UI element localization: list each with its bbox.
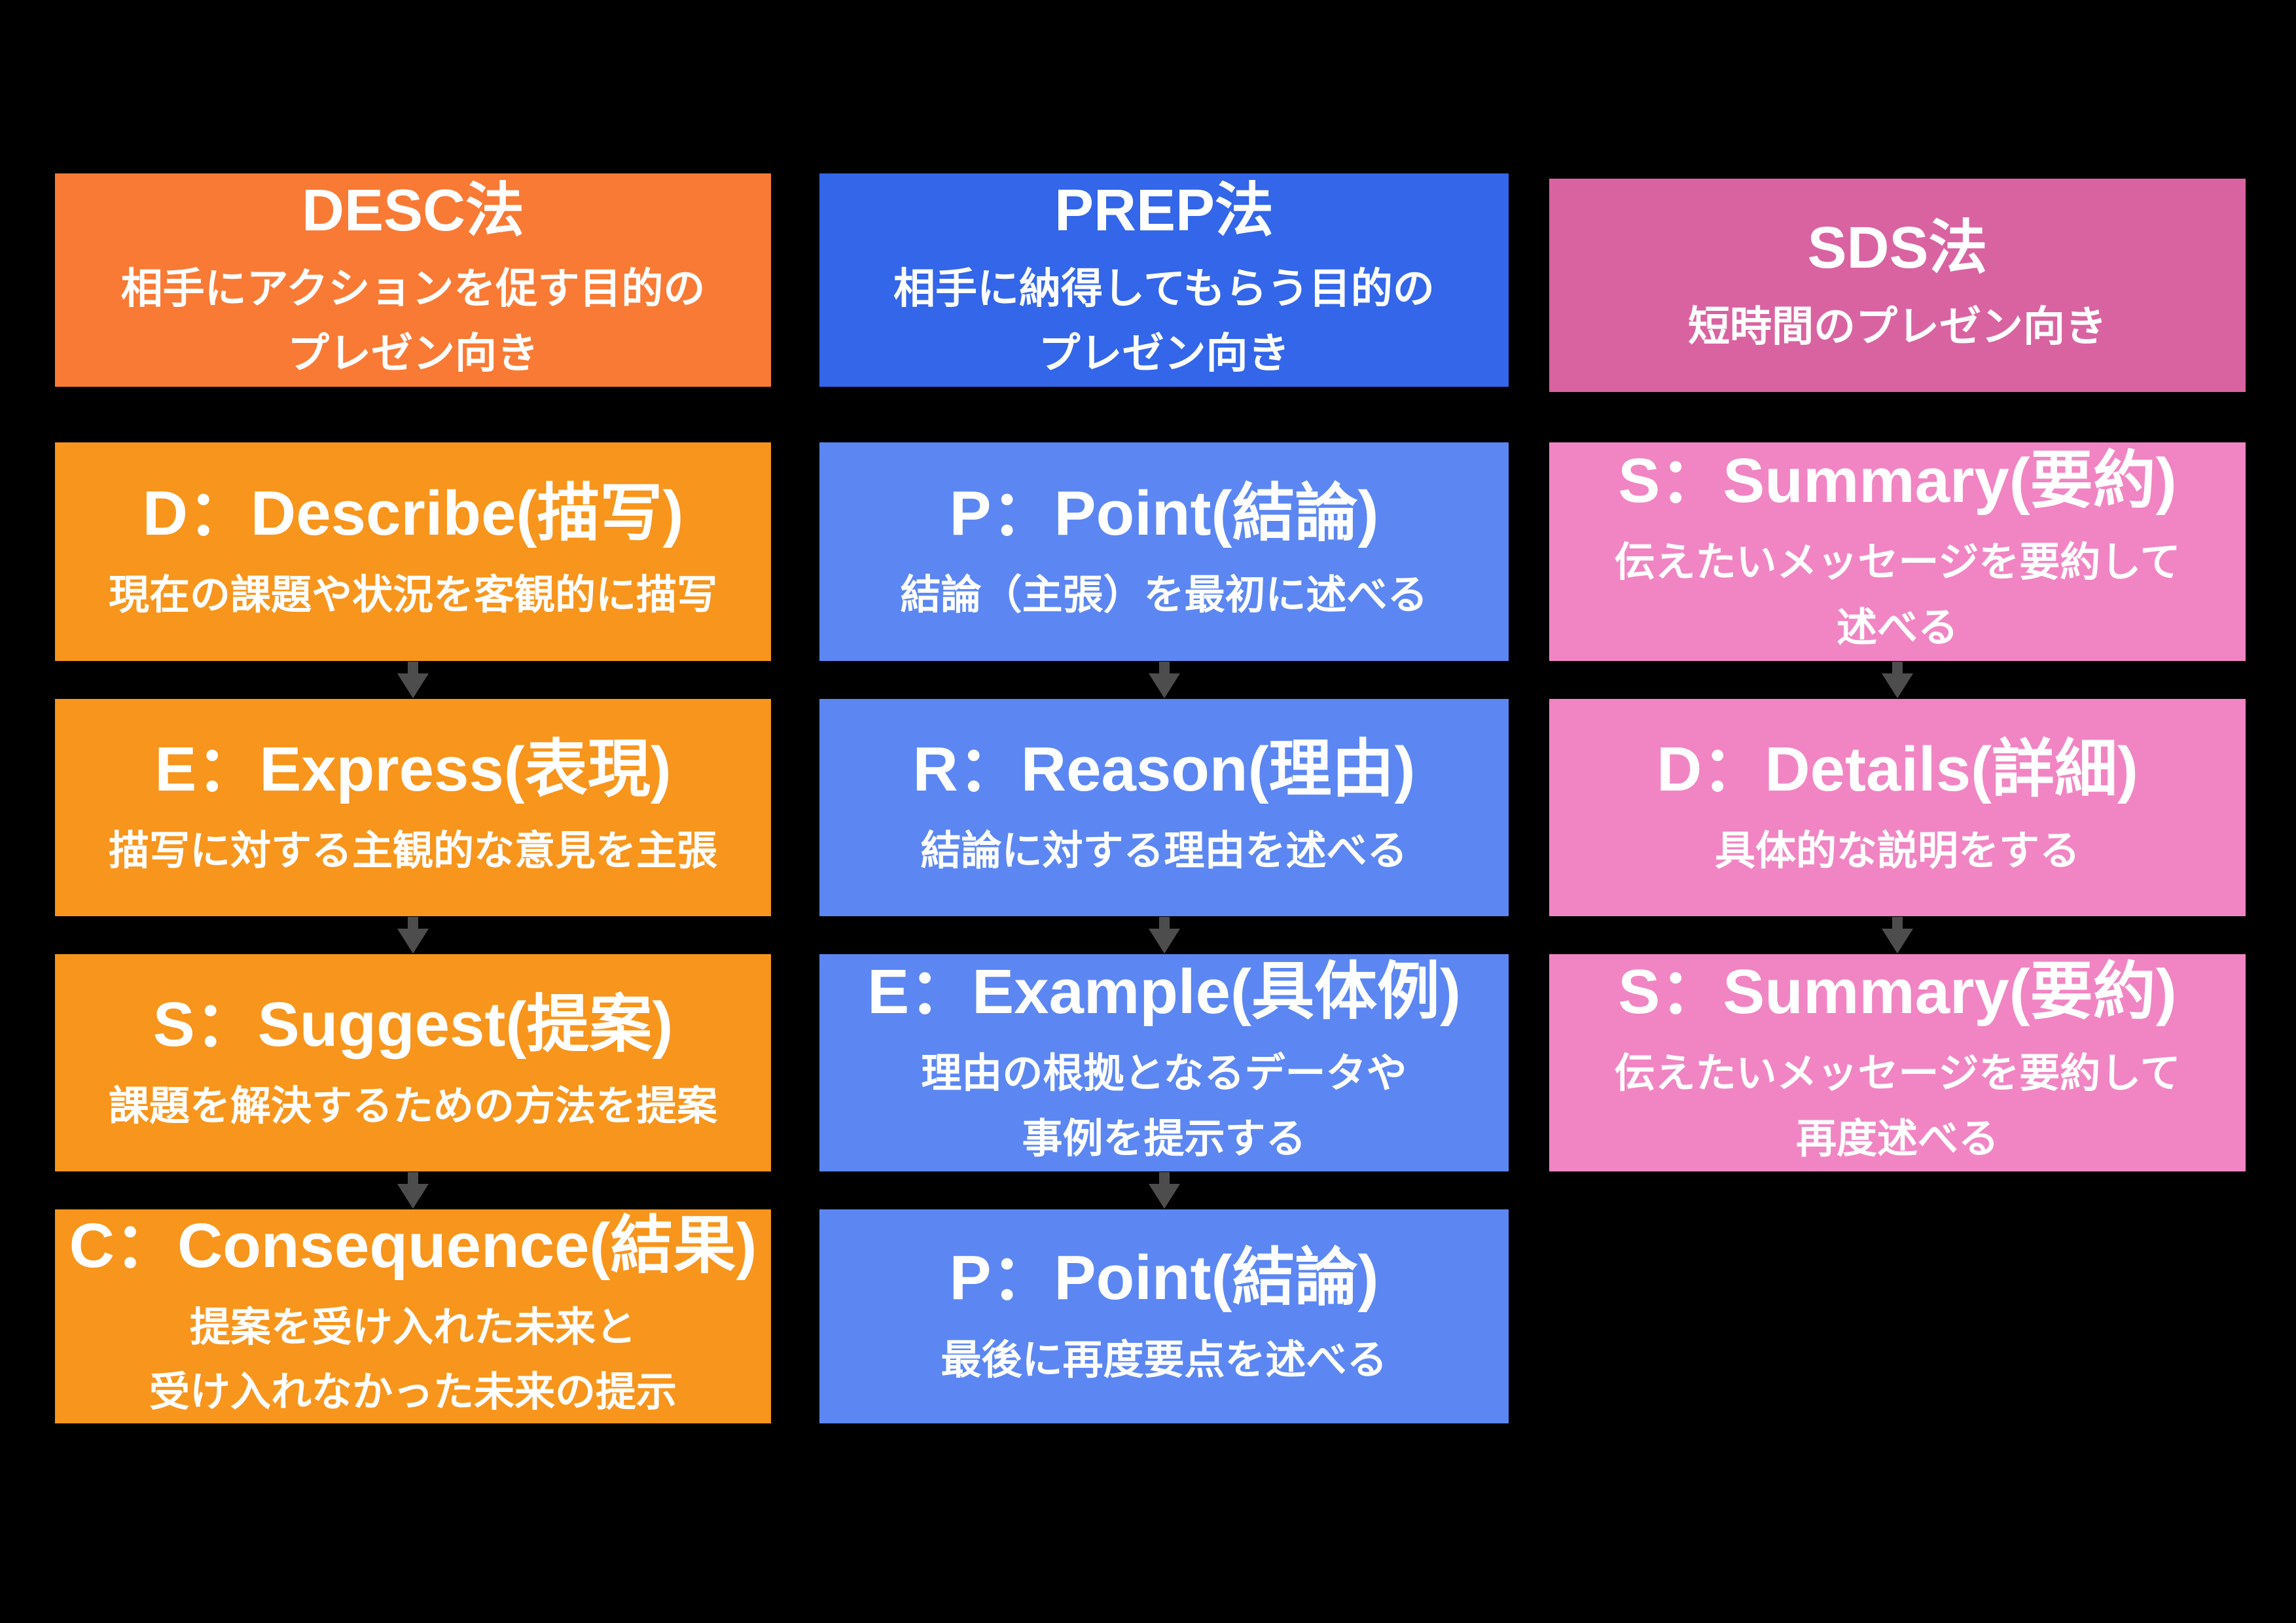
prep-step-point2-box: P：Point(結論) 最後に再度要点を述べる [819,1209,1509,1423]
step-description-line: 現在の課題や状況を客観的に描写 [108,573,717,618]
step-description-line: 最後に再度要点を述べる [941,1337,1388,1383]
step-description: 理由の根拠となるデータや 事例を提示する [921,1041,1407,1171]
step-title: R：Reason(理由) [912,734,1416,804]
prep-step-reason-box: R：Reason(理由) 結論に対する理由を述べる [819,699,1509,916]
step-description: 伝えたいメッセージを要約して 再度述べる [1615,1041,2181,1171]
step-title: E：Express(表現) [154,734,672,804]
down-arrow-icon [819,1172,1509,1209]
step-title: D：Describe(描写) [142,478,684,548]
prep-header-title: PREP法 [1054,177,1274,243]
step-description-line: 理由の根拠となるデータや [921,1051,1407,1097]
down-arrow-icon [55,917,771,954]
down-arrow-icon [55,662,771,698]
step-title: S：Suggest(提案) [152,989,673,1060]
step-description: 描写に対する主観的な意見を主張 [109,819,717,883]
step-title: P：Point(結論) [949,1243,1379,1313]
step-description-line: 伝えたいメッセージを要約して [1614,1051,2181,1097]
desc-header-subtitle-line: プレゼン向き [287,330,539,378]
desc-header-subtitle: 相手にアクションを促す目的の プレゼン向き [121,257,706,386]
prep-step-point-box: P：Point(結論) 結論（主張）を最初に述べる [819,442,1509,661]
step-description-line: 結論（主張）を最初に述べる [900,573,1428,618]
sds-header-box: SDS法 短時間のプレゼン向き [1549,179,2246,392]
prep-header-subtitle: 相手に納得してもらう目的の プレゼン向き [893,257,1435,386]
step-description-line: 述べる [1836,605,1958,651]
step-title: P：Point(結論) [949,478,1379,548]
down-arrow-icon [819,662,1509,698]
step-description: 課題を解決するための方法を提案 [109,1074,717,1139]
step-description: 結論に対する理由を述べる [920,819,1407,883]
step-description-line: 伝えたいメッセージを要約して [1614,540,2181,586]
step-description-line: 事例を提示する [1022,1116,1306,1162]
step-title: S：Summary(要約) [1618,957,2177,1027]
down-arrow-icon [1549,917,2246,954]
step-description: 提案を受け入れた未来と 受け入れなかった未来の提示 [149,1295,677,1425]
prep-header-subtitle-line: プレゼン向き [1038,330,1290,378]
down-arrow-icon [1549,662,2246,698]
desc-header-subtitle-line: 相手にアクションを促す目的の [120,265,706,313]
sds-header-subtitle-line: 短時間のプレゼン向き [1688,302,2107,350]
prep-header-subtitle-line: 相手に納得してもらう目的の [893,265,1435,313]
step-title: E：Example(具体例) [867,957,1461,1027]
down-arrow-icon [55,1172,771,1209]
step-title: S：Summary(要約) [1618,446,2177,516]
sds-step-summary2-box: S：Summary(要約) 伝えたいメッセージを要約して 再度述べる [1549,954,2246,1171]
step-description: 最後に再度要点を述べる [941,1328,1387,1393]
step-description-line: 再度述べる [1795,1116,1999,1162]
step-description-line: 具体的な説明をする [1714,829,2080,874]
desc-step-consequence-box: C：Consequence(結果) 提案を受け入れた未来と 受け入れなかった未来… [55,1209,771,1423]
desc-header-title: DESC法 [301,177,525,243]
down-arrow-icon [819,917,1509,954]
desc-step-suggest-box: S：Suggest(提案) 課題を解決するための方法を提案 [55,954,771,1171]
sds-header-title: SDS法 [1807,215,1988,281]
step-title: C：Consequence(結果) [69,1210,757,1281]
step-description-line: 描写に対する主観的な意見を主張 [108,829,717,874]
sds-step-details-box: D：Details(詳細) 具体的な説明をする [1549,699,2246,916]
desc-header-box: DESC法 相手にアクションを促す目的の プレゼン向き [55,173,771,387]
step-title: D：Details(詳細) [1656,734,2139,804]
step-description: 現在の課題や状況を客観的に描写 [109,563,717,628]
step-description-line: 結論に対する理由を述べる [920,829,1408,874]
desc-step-describe-box: D：Describe(描写) 現在の課題や状況を客観的に描写 [55,442,771,661]
step-description-line: 課題を解決するための方法を提案 [108,1084,717,1129]
step-description: 伝えたいメッセージを要約して 述べる [1615,530,2181,660]
step-description: 具体的な説明をする [1715,819,2080,883]
prep-step-example-box: E：Example(具体例) 理由の根拠となるデータや 事例を提示する [819,954,1509,1171]
desc-step-express-box: E：Express(表現) 描写に対する主観的な意見を主張 [55,699,771,916]
prep-header-box: PREP法 相手に納得してもらう目的の プレゼン向き [819,173,1509,387]
step-description-line: 提案を受け入れた未来と [189,1304,636,1350]
sds-step-summary-box: S：Summary(要約) 伝えたいメッセージを要約して 述べる [1549,442,2246,661]
step-description: 結論（主張）を最初に述べる [900,563,1427,628]
sds-header-subtitle: 短時間のプレゼン向き [1688,294,2107,359]
step-description-line: 受け入れなかった未来の提示 [149,1370,677,1416]
